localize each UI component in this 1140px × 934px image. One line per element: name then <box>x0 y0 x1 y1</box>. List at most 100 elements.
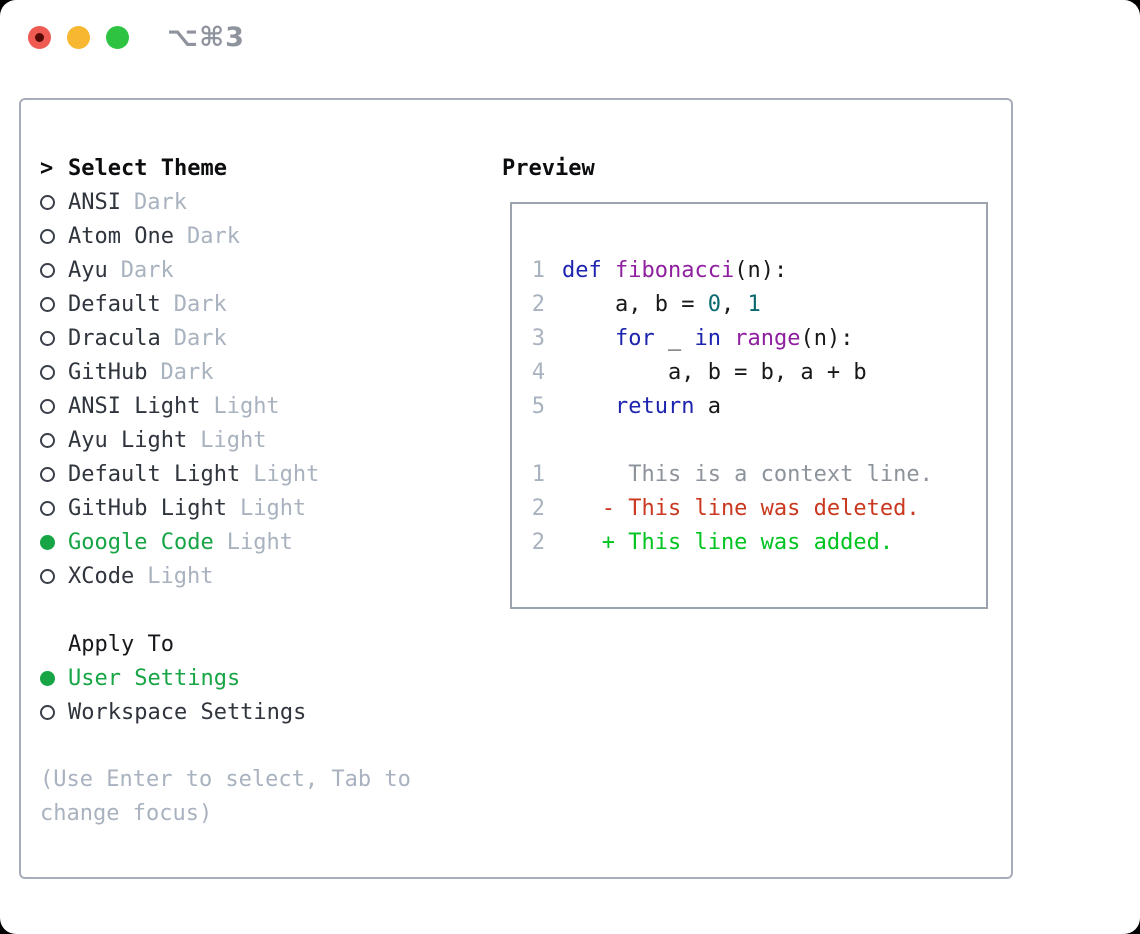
theme-variant-tag: Dark <box>173 325 227 351</box>
line-number: 2 <box>531 291 545 317</box>
token-pln: a, b = <box>562 291 708 317</box>
theme-item-dracula[interactable]: Dracula Dark <box>40 321 492 355</box>
theme-variant-tag: Light <box>213 393 280 419</box>
theme-name: Ayu <box>68 257 108 283</box>
diff-text: - This line was deleted. <box>562 496 920 521</box>
code-preview: 1 def fibonacci(n): 2 a, b = 0, 1 3 for _ i… <box>512 253 986 423</box>
diff-text: This is a context line. <box>562 462 933 487</box>
line-number: 5 <box>531 393 545 419</box>
code-text: def fibonacci(n): <box>562 258 787 283</box>
radio-icon <box>40 194 55 210</box>
theme-variant-tag: Dark <box>120 257 174 283</box>
token-pln <box>602 258 615 283</box>
token-pln <box>721 326 734 351</box>
diff-text: + This line was added. <box>562 530 893 555</box>
theme-variant-tag: Dark <box>133 189 187 215</box>
radio-icon <box>40 398 55 414</box>
theme-item-ansi[interactable]: ANSI Dark <box>40 185 492 219</box>
apply-to-title: Apply To <box>68 631 174 657</box>
select-theme-header: > Select Theme <box>40 151 492 185</box>
theme-variant-tag: Light <box>253 461 320 487</box>
theme-name: Ayu Light <box>68 427 188 453</box>
code-line: 5 return a <box>512 389 986 423</box>
token-lit: 0 <box>707 291 721 317</box>
theme-variant-tag: Light <box>226 529 293 555</box>
theme-item-google-code[interactable]: Google Code Light <box>40 525 492 559</box>
close-dot-icon <box>35 33 44 42</box>
theme-item-ayu[interactable]: Ayu Dark <box>40 253 492 287</box>
diff-line-ctx: 1 This is a context line. <box>512 457 986 491</box>
line-number: 1 <box>531 461 545 487</box>
theme-variant-tag: Dark <box>173 291 227 317</box>
theme-name: Google Code <box>68 529 214 555</box>
line-number: 2 <box>531 495 545 521</box>
line-number: 4 <box>531 359 545 385</box>
theme-variant-tag: Light <box>147 563 214 589</box>
token-pln: a <box>694 393 721 419</box>
line-number: 1 <box>531 257 545 283</box>
theme-name: Dracula <box>68 325 161 351</box>
radio-icon <box>40 466 55 482</box>
theme-name: Default Light <box>68 461 241 487</box>
token-kwd: for <box>614 325 655 351</box>
token-pln: (n): <box>800 325 854 351</box>
token-kwd: in <box>694 325 721 351</box>
theme-name: ANSI <box>68 189 121 215</box>
theme-name: GitHub Light <box>68 495 227 521</box>
radio-icon <box>40 364 55 380</box>
titlebar: ⌥⌘3 <box>0 0 1140 80</box>
token-pln <box>562 326 615 351</box>
hint-text: (Use Enter to select, Tab to change focu… <box>40 767 411 826</box>
maximize-button[interactable] <box>106 26 129 49</box>
preview-title: Preview <box>502 155 595 181</box>
token-lit: 1 <box>747 291 761 317</box>
theme-item-ayu-light[interactable]: Ayu Light Light <box>40 423 492 457</box>
diff-del-text: - This line was deleted. <box>562 495 920 521</box>
theme-name: XCode <box>68 563 135 589</box>
apply-option-label: Workspace Settings <box>68 699 307 725</box>
theme-item-xcode[interactable]: XCode Light <box>40 559 492 593</box>
token-fun: range <box>734 325 801 351</box>
theme-item-default[interactable]: Default Dark <box>40 287 492 321</box>
spacer-line <box>512 423 986 457</box>
radio-icon <box>40 568 55 584</box>
theme-name: GitHub <box>68 359 148 385</box>
theme-name: Default <box>68 291 161 317</box>
theme-variant-tag: Light <box>200 427 267 453</box>
token-pln: _ <box>654 325 695 351</box>
apply-option-workspace-settings[interactable]: Workspace Settings <box>40 695 492 729</box>
minimize-button[interactable] <box>67 26 90 49</box>
close-button[interactable] <box>28 26 51 49</box>
theme-variant-tag: Dark <box>186 223 240 249</box>
radio-icon <box>40 228 55 244</box>
code-text: a, b = 0, 1 <box>562 292 761 317</box>
line-number: 2 <box>531 529 545 555</box>
spacer <box>40 593 492 627</box>
theme-item-default-light[interactable]: Default Light Light <box>40 457 492 491</box>
radio-icon <box>40 262 55 278</box>
code-line: 3 for _ in range(n): <box>512 321 986 355</box>
apply-option-user-settings[interactable]: User Settings <box>40 661 492 695</box>
token-kwd: return <box>614 393 695 419</box>
token-pln <box>562 394 615 419</box>
spacer-line <box>512 219 986 253</box>
token-fun: fibonacci <box>615 257 735 283</box>
radio-selected-icon <box>40 534 55 550</box>
preview-box: 1 def fibonacci(n): 2 a, b = 0, 1 3 for _ i… <box>510 202 988 609</box>
focus-caret-icon: > <box>40 155 54 181</box>
radio-icon <box>40 296 55 312</box>
code-text: for _ in range(n): <box>562 326 853 351</box>
diff-line-add: 2 + This line was added. <box>512 525 986 559</box>
preview-header-row: Preview <box>502 151 1002 185</box>
code-text: return a <box>562 394 721 419</box>
preview-column: Preview 1 def fibonacci(n): 2 a, b = 0, 1 3… <box>502 151 1002 609</box>
